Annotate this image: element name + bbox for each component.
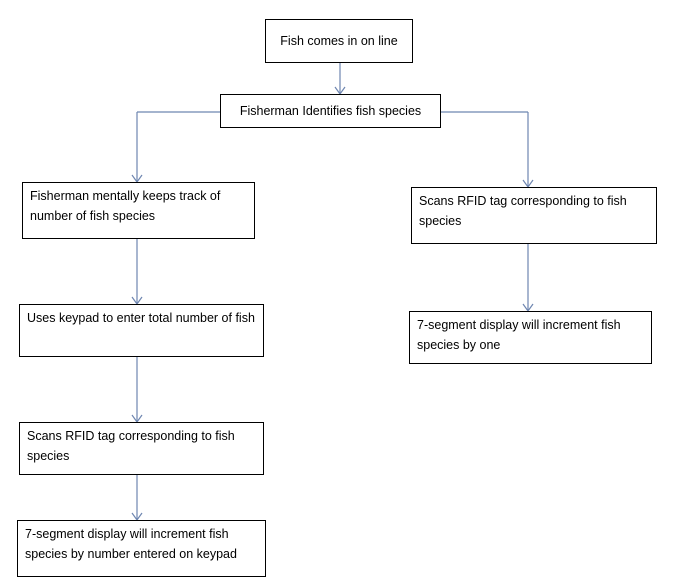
node-scan-right: Scans RFID tag corresponding to fish spe… — [411, 187, 657, 244]
node-display-left-label: 7-segment display will increment fish sp… — [25, 527, 237, 561]
node-mental-track-label: Fisherman mentally keeps track of number… — [30, 189, 221, 223]
node-fish-on-line-label: Fish comes in on line — [280, 34, 398, 48]
node-display-left: 7-segment display will increment fish sp… — [17, 520, 266, 577]
node-display-right: 7-segment display will increment fish sp… — [409, 311, 652, 364]
node-identify-species-label: Fisherman Identifies fish species — [239, 104, 422, 118]
node-display-right-label: 7-segment display will increment fish sp… — [417, 318, 621, 352]
node-identify-species: Fisherman Identifies fish species — [220, 94, 441, 128]
node-keypad-total-label: Uses keypad to enter total number of fis… — [27, 311, 255, 325]
node-scan-left: Scans RFID tag corresponding to fish spe… — [19, 422, 264, 475]
node-fish-on-line: Fish comes in on line — [265, 19, 413, 63]
node-scan-left-label: Scans RFID tag corresponding to fish spe… — [27, 429, 235, 463]
node-mental-track: Fisherman mentally keeps track of number… — [22, 182, 255, 239]
node-scan-right-label: Scans RFID tag corresponding to fish spe… — [419, 194, 627, 228]
node-keypad-total: Uses keypad to enter total number of fis… — [19, 304, 264, 357]
